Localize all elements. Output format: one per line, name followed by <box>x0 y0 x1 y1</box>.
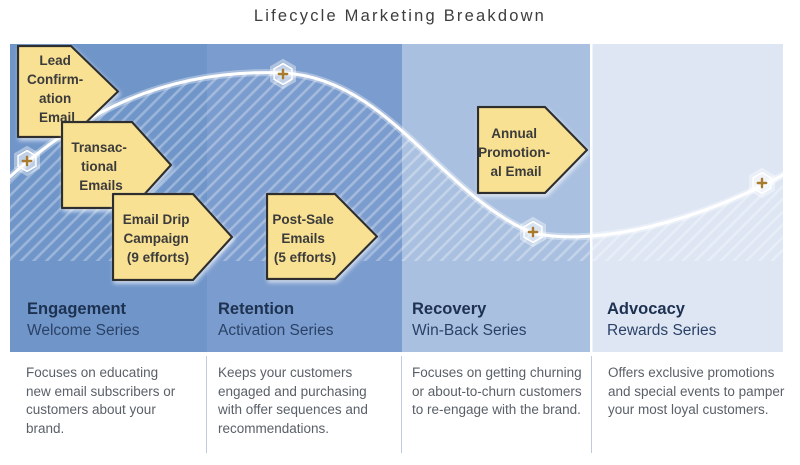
column-divider <box>206 356 207 453</box>
stage-name: Advocacy <box>607 300 685 318</box>
marker-glow <box>749 167 775 199</box>
stage-description-retention: Keeps your customers engaged and purchas… <box>218 365 368 436</box>
tag-shape <box>476 105 589 195</box>
plus-icon <box>277 68 289 80</box>
email-tag-transactional: Transac- tional Emails <box>60 120 173 210</box>
tag-label: Annual Promotion- al Email <box>478 126 554 179</box>
stage-description-recovery: Focuses on getting churning or about-to-… <box>412 365 582 418</box>
curve-marker-recovery <box>520 216 546 248</box>
tag-label: Lead Confirm- ation Email <box>27 53 87 125</box>
column-divider <box>591 356 592 453</box>
stage-name: Retention <box>218 300 295 318</box>
plus-icon <box>527 226 539 238</box>
lifecycle-curve <box>10 71 783 239</box>
stage-series: Activation Series <box>218 321 334 339</box>
tag-label: Post-Sale Emails (5 efforts) <box>272 212 337 265</box>
marker-glow <box>270 58 296 90</box>
tag-shape <box>60 120 173 210</box>
page-title: Lifecycle Marketing Breakdown <box>253 7 547 25</box>
column-divider <box>401 356 402 453</box>
tag-label: Transac- tional Emails <box>71 140 130 193</box>
email-tag-annual-promotional: Annual Promotion- al Email <box>476 105 589 195</box>
tag-label: Email Drip Campaign (9 efforts) <box>123 212 194 265</box>
stage-description-advocacy: Offers exclusive promotions and special … <box>608 365 785 418</box>
marker-glow <box>14 145 40 177</box>
stage-series: Rewards Series <box>607 321 717 339</box>
stage-header-retention: Retention Activation Series <box>218 299 393 341</box>
plus-icon <box>756 177 768 189</box>
stage-name: Recovery <box>412 300 487 318</box>
stage-series: Welcome Series <box>27 321 140 339</box>
marker-glow <box>520 216 546 248</box>
tag-shape <box>16 44 120 139</box>
curve-marker-engagement <box>14 145 40 177</box>
plus-icon <box>21 155 33 167</box>
curve-marker-advocacy <box>749 167 775 199</box>
stage-name: Engagement <box>27 300 127 318</box>
stage-header-recovery: Recovery Win-Back Series <box>412 299 587 341</box>
curve-marker-retention <box>270 58 296 90</box>
tag-shape <box>265 192 379 281</box>
stage-series: Win-Back Series <box>412 321 527 339</box>
stage-header-advocacy: Advocacy Rewards Series <box>607 299 782 341</box>
email-tag-lead-confirmation: Lead Confirm- ation Email <box>16 44 120 139</box>
email-tag-post-sale: Post-Sale Emails (5 efforts) <box>265 192 379 281</box>
stage-header-engagement: Engagement Welcome Series <box>27 299 202 341</box>
stage-description-engagement: Focuses on educating new email subscribe… <box>26 365 176 436</box>
tag-shape <box>111 192 234 282</box>
email-tag-drip-campaign: Email Drip Campaign (9 efforts) <box>111 192 234 282</box>
